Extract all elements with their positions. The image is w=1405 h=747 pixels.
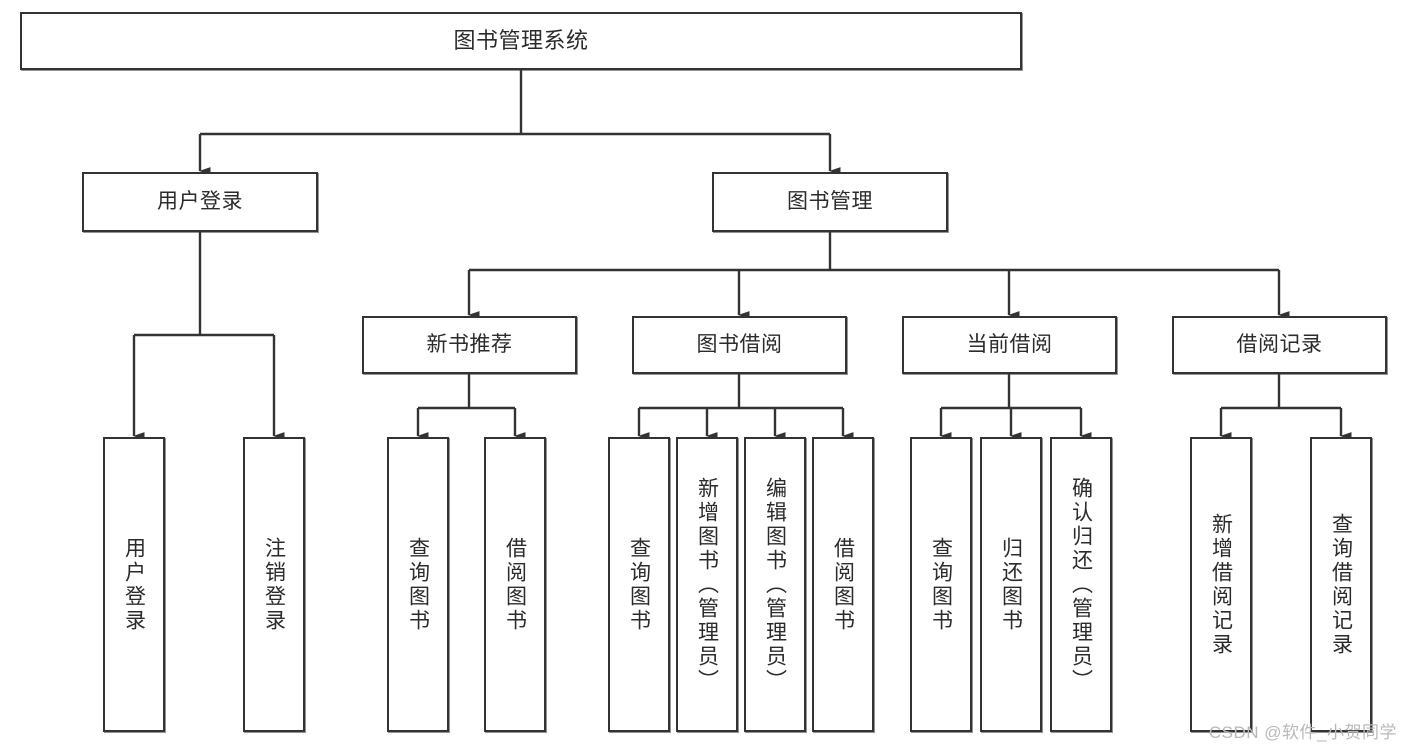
leaf-node-query-book-recommend[interactable]: 查询图书	[387, 437, 449, 732]
node-label: 注销登录	[262, 536, 286, 633]
node-label: 用户登录	[157, 189, 243, 213]
node-user-login[interactable]: 用户登录	[82, 172, 318, 232]
watermark-text: CSDN @软件_小贺同学	[1208, 723, 1397, 742]
node-label: 图书管理系统	[453, 28, 589, 54]
node-label: 借阅记录	[1236, 332, 1323, 356]
leaf-node-query-book-current[interactable]: 查询图书	[910, 437, 972, 732]
node-label: 借阅图书	[503, 536, 527, 633]
node-label: 查询图书	[406, 536, 430, 633]
leaf-node-confirm-return-admin[interactable]: 确认归还（管理员）	[1050, 437, 1112, 732]
node-label: 图书管理	[787, 189, 873, 213]
leaf-node-borrow-book[interactable]: 借阅图书	[812, 437, 874, 732]
node-book-management[interactable]: 图书管理	[712, 172, 948, 232]
node-label: 查询图书	[627, 536, 651, 633]
node-label: 新增借阅记录	[1209, 512, 1233, 657]
node-label: 确认归还（管理员）	[1069, 476, 1093, 693]
node-borrow-record[interactable]: 借阅记录	[1172, 316, 1387, 374]
node-label: 新书推荐	[426, 332, 513, 356]
node-label: 编辑图书（管理员）	[763, 476, 787, 693]
leaf-node-add-borrow-record[interactable]: 新增借阅记录	[1190, 437, 1252, 732]
node-label: 归还图书	[999, 536, 1023, 633]
leaf-node-query-borrow-record[interactable]: 查询借阅记录	[1310, 437, 1372, 732]
node-label: 当前借阅	[966, 332, 1053, 356]
node-label: 查询图书	[929, 536, 953, 633]
node-label: 查询借阅记录	[1329, 512, 1353, 657]
leaf-node-query-book-borrow[interactable]: 查询图书	[608, 437, 670, 732]
leaf-node-user-login[interactable]: 用户登录	[103, 437, 165, 732]
node-label: 新增图书（管理员）	[695, 476, 719, 693]
node-label: 图书借阅	[696, 332, 783, 356]
leaf-node-add-book-admin[interactable]: 新增图书（管理员）	[676, 437, 738, 732]
leaf-node-edit-book-admin[interactable]: 编辑图书（管理员）	[744, 437, 806, 732]
node-new-book-recommend[interactable]: 新书推荐	[362, 316, 577, 374]
leaf-node-logout-login[interactable]: 注销登录	[243, 437, 305, 732]
node-current-borrow[interactable]: 当前借阅	[902, 316, 1117, 374]
node-root-system[interactable]: 图书管理系统	[20, 12, 1022, 70]
leaf-node-return-book[interactable]: 归还图书	[980, 437, 1042, 732]
leaf-node-borrow-book-recommend[interactable]: 借阅图书	[484, 437, 546, 732]
node-label: 借阅图书	[831, 536, 855, 633]
node-book-borrow[interactable]: 图书借阅	[632, 316, 847, 374]
node-label: 用户登录	[122, 536, 146, 633]
